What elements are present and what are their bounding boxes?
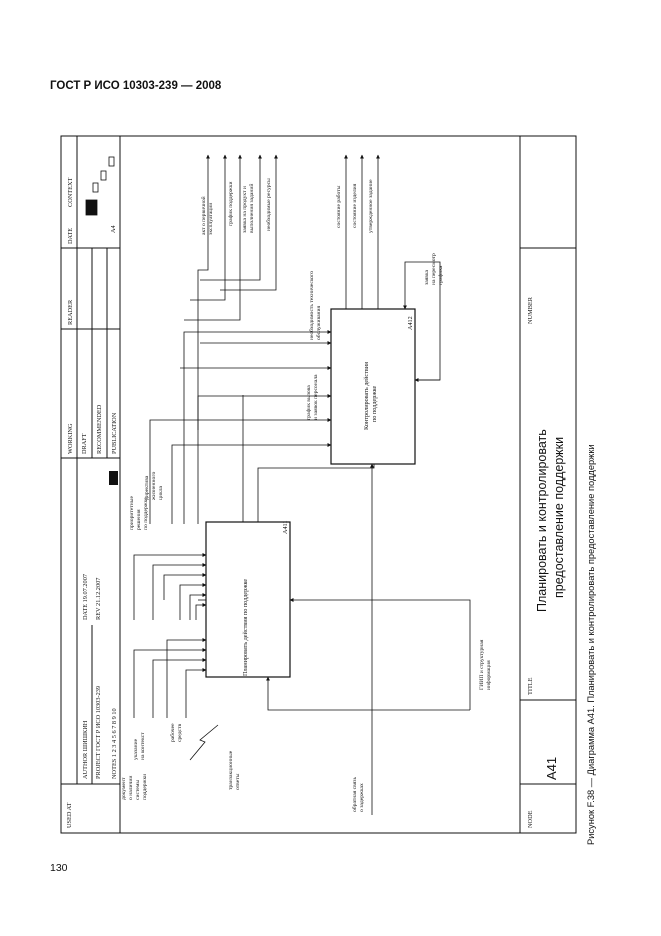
rev-label: REV 21.12.2007 xyxy=(95,578,102,620)
recommended-label: RECOMMENDED xyxy=(96,404,103,454)
box-a412-label-1: Контролировать действия xyxy=(363,362,370,430)
svg-text:о наличии: о наличии xyxy=(128,776,134,800)
input-label-call-schedule: график вызова и заявок персонала xyxy=(305,374,319,420)
title-line-1: Планировать и контролировать xyxy=(535,429,549,612)
svg-text:жизненного: жизненного xyxy=(151,472,157,501)
svg-text:документ: документ xyxy=(121,777,127,800)
box-a411-label: Планировать действия по поддержке xyxy=(242,579,249,676)
svg-text:указание: указание xyxy=(133,738,139,760)
svg-text:заявка на продукт и: заявка на продукт и xyxy=(242,186,248,233)
svg-text:выполнения заданий: выполнения заданий xyxy=(248,184,255,233)
svg-text:приоритетные: приоритетные xyxy=(129,496,135,530)
page-number: 130 xyxy=(50,862,68,874)
feedback-label: заявка на пересмотр графика xyxy=(424,253,444,285)
mechanism-label-info: ГИИП и структурная информация xyxy=(479,639,492,690)
svg-text:акт о первичной: акт о первичной xyxy=(200,196,207,235)
svg-text:ответы: ответы xyxy=(235,773,241,790)
box-a412-label-2: по поддержке xyxy=(371,386,378,422)
svg-text:системы: системы xyxy=(135,780,141,800)
publication-label: PUBLICATION xyxy=(111,412,118,454)
page-header: ГОСТ Р ИСО 10303-239 — 2008 xyxy=(50,80,222,92)
svg-text:решения: решения xyxy=(136,509,142,530)
title-label: TITLE xyxy=(527,677,534,695)
svg-text:на контекст: на контекст xyxy=(140,732,146,760)
svg-text:график вызова: график вызова xyxy=(305,385,312,420)
reader-label: READER xyxy=(67,299,74,325)
svg-text:график поддержки: график поддержки xyxy=(227,182,234,227)
node-value: A41 xyxy=(544,757,559,780)
arrow-lines xyxy=(133,154,471,815)
input-label-context: указание на контекст xyxy=(133,732,146,760)
activity-box-a411: Планировать действия по поддержке A411 xyxy=(205,520,291,678)
publication-marker xyxy=(109,471,118,485)
activity-box-a412: Контролировать действия по поддержке A41… xyxy=(330,308,416,465)
svg-text:и заявок персонала: и заявок персонала xyxy=(313,374,319,420)
svg-text:поддержки: поддержки xyxy=(142,774,148,800)
title-line-2: предоставление поддержки xyxy=(552,437,566,598)
diagram-frame xyxy=(60,135,577,834)
control-label-priority-decisions: приоритетные решения по поддержке xyxy=(129,496,149,530)
box-a411-node: A411 xyxy=(282,520,289,534)
svg-text:транзакционные: транзакционные xyxy=(228,750,234,790)
input-label-work-tools: рабочее средств xyxy=(169,723,183,742)
used-at-label: USED AT xyxy=(66,802,73,828)
draft-label: DRAFT xyxy=(81,433,88,454)
input-label-support-document: документ о наличии системы поддержки xyxy=(121,774,148,800)
svg-text:информация: информация xyxy=(485,660,492,690)
svg-text:обратная связь: обратная связь xyxy=(351,776,358,812)
node-label: NODE xyxy=(527,810,534,828)
date-label: DATE 19.07.2007 xyxy=(82,574,89,620)
svg-text:графика: графика xyxy=(437,265,444,285)
input-label-maintenance-need: необходимость технического обслуживания xyxy=(308,271,322,340)
svg-text:средств: средств xyxy=(177,724,183,742)
svg-text:состояние работы: состояние работы xyxy=(335,185,342,228)
svg-text:по поддержке: по поддержке xyxy=(143,497,149,530)
working-label: WORKING xyxy=(67,423,74,454)
context-node: A4 xyxy=(110,224,117,233)
svg-text:обслуживания: обслуживания xyxy=(315,305,322,340)
notes-label: NOTES 1 2 3 4 5 6 7 8 9 10 xyxy=(111,708,118,779)
svg-text:утвержденное задание: утвержденное задание xyxy=(368,179,374,233)
svg-text:заявка: заявка xyxy=(424,269,430,285)
svg-text:о задержках: о задержках xyxy=(359,783,365,812)
number-label: NUMBER xyxy=(527,296,534,324)
box-a412-node: A412 xyxy=(407,316,414,330)
svg-text:цикла: цикла xyxy=(158,486,164,500)
mechanism-label-feedback: обратная связь о задержках xyxy=(351,776,365,812)
svg-text:рабочее: рабочее xyxy=(169,723,176,742)
control-label-lifecycle-directive: директива жизненного цикла xyxy=(144,472,164,501)
svg-text:директива: директива xyxy=(144,475,150,500)
author-label: AUTHOR ШИШКИН xyxy=(82,720,89,779)
svg-text:на пересмотр: на пересмотр xyxy=(431,253,437,285)
svg-text:необходимость технического: необходимость технического xyxy=(308,271,315,340)
svg-text:ГИИП и структурная: ГИИП и структурная xyxy=(479,639,485,690)
context-thumbnail xyxy=(85,156,115,216)
svg-text:эксплуатации: эксплуатации xyxy=(208,203,214,235)
context-label: CONTEXT xyxy=(67,177,74,207)
project-label: PROJECT ГОСТ Р ИСО 10303-239 xyxy=(95,686,102,779)
date2-label: DATE xyxy=(67,228,74,244)
input-label-transaction-answers: транзакционные ответы xyxy=(228,750,241,790)
svg-text:необходимые ресурсы: необходимые ресурсы xyxy=(265,178,272,231)
svg-text:состояние изделия: состояние изделия xyxy=(352,183,358,228)
output-labels: акт о первичной эксплуатации график подд… xyxy=(200,178,374,235)
